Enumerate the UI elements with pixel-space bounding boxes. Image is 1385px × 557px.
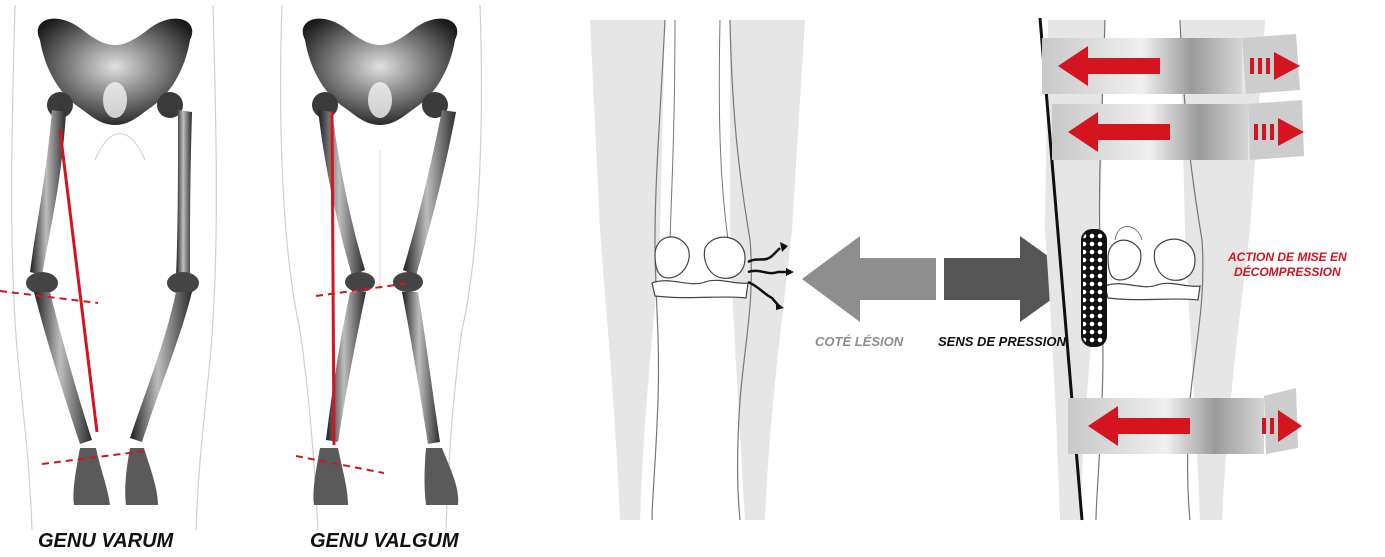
decompression-label: ACTION DE MISE EN DÉCOMPRESSION <box>1228 250 1347 280</box>
genu-varum-figure <box>0 0 240 557</box>
decompression-label-line1: ACTION DE MISE EN <box>1228 250 1347 265</box>
genu-valgum-label: GENU VALGUM <box>310 530 459 553</box>
genu-valgum-skeleton <box>270 0 500 557</box>
decompression-label-line2: DÉCOMPRESSION <box>1228 265 1347 280</box>
genu-varum-skeleton <box>0 0 240 557</box>
genu-varum-label: GENU VARUM <box>38 530 173 553</box>
knee-pressure-diagram: COTÉ LÉSION SENS DE PRESSION ACTION DE M… <box>560 0 1385 557</box>
left-knee <box>590 20 805 520</box>
pressure-direction-label: SENS DE PRESSION <box>938 334 1066 349</box>
lesion-side-arrow <box>802 236 936 322</box>
genu-valgum-figure <box>270 0 500 557</box>
compression-pad <box>1082 230 1106 346</box>
lesion-side-label: COTÉ LÉSION <box>815 334 903 349</box>
